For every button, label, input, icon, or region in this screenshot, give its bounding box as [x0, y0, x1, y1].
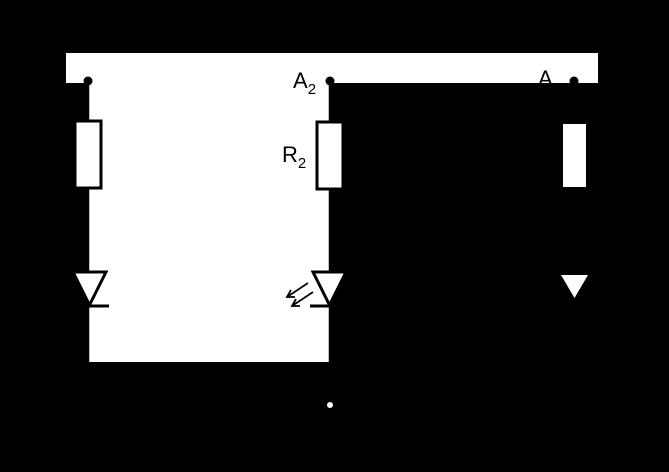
bottom-terminal-dot [327, 402, 333, 408]
left-loop-panel [88, 83, 330, 362]
branch-1 [70, 76, 109, 362]
resistor-r2-label: R2 [282, 142, 306, 172]
diode-d3 [561, 275, 588, 298]
resistor-r1 [73, 119, 103, 190]
resistor-r2 [315, 120, 345, 191]
node-a2-label: A2 [293, 68, 316, 98]
branch-3: A [538, 66, 588, 298]
diode-d1 [70, 270, 109, 309]
led-d2 [310, 270, 349, 309]
light-emission-arrows-icon [285, 282, 314, 307]
branch-2: A2 R2 [282, 68, 349, 408]
resistor-r3 [563, 124, 586, 187]
node-a3-label: A [538, 66, 553, 91]
node-a3-dot [569, 76, 579, 86]
